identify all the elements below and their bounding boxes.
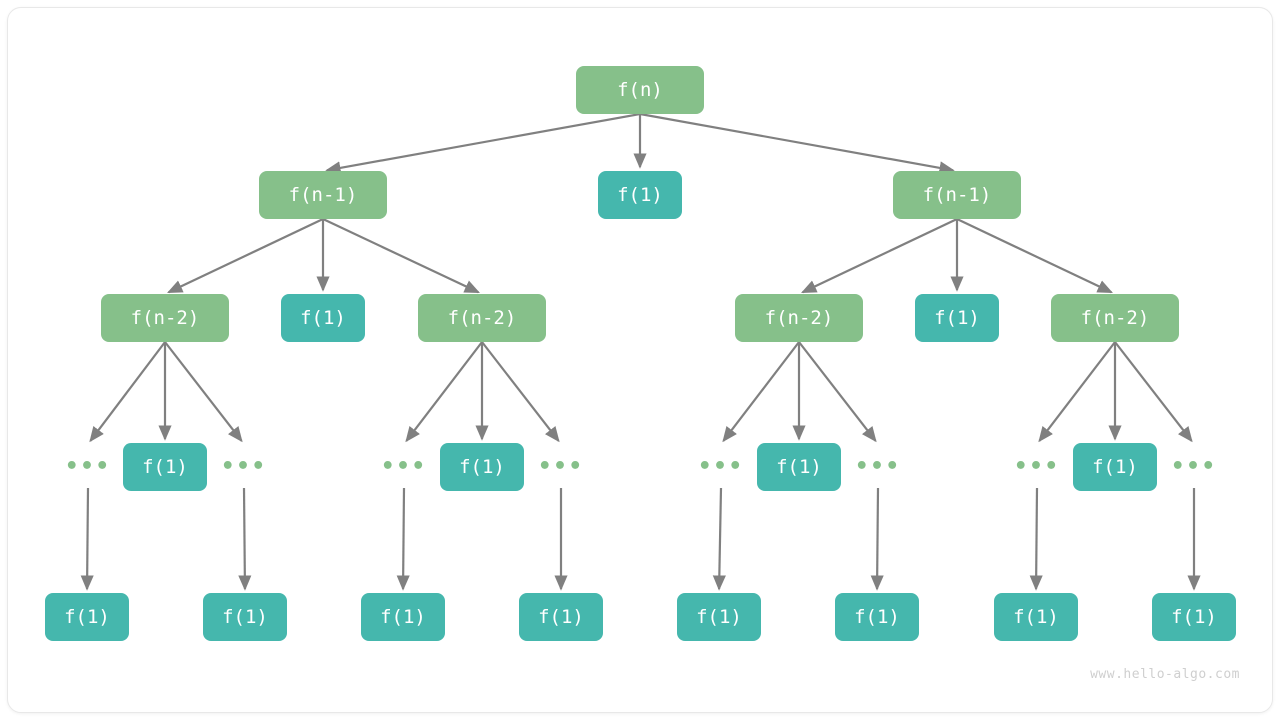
base-case-node: f(1) <box>1073 443 1157 491</box>
ellipsis-marker: ••• <box>1014 453 1060 479</box>
tree-edge <box>89 341 166 443</box>
recursive-node: f(n) <box>576 66 704 114</box>
recursive-node: f(n-2) <box>101 294 229 342</box>
tree-edge <box>164 341 243 443</box>
tree-edge <box>405 341 483 443</box>
base-case-node: f(1) <box>361 593 445 641</box>
base-case-node: f(1) <box>598 171 682 219</box>
ellipsis-marker: ••• <box>538 453 584 479</box>
tree-edge <box>167 218 324 294</box>
ellipsis-marker: ••• <box>1171 453 1217 479</box>
base-case-node: f(1) <box>519 593 603 641</box>
tree-edge <box>956 218 1113 294</box>
base-case-node: f(1) <box>281 294 365 342</box>
tree-edge <box>801 218 958 294</box>
ellipsis-marker: ••• <box>381 453 427 479</box>
recursive-node: f(n-2) <box>418 294 546 342</box>
base-case-node: f(1) <box>440 443 524 491</box>
tree-edge <box>798 341 877 443</box>
tree-edge <box>722 341 800 443</box>
base-case-node: f(1) <box>1152 593 1236 641</box>
tree-edge <box>1038 341 1116 443</box>
tree-edge <box>396 487 410 591</box>
base-case-node: f(1) <box>994 593 1078 641</box>
tree-edge <box>238 487 252 591</box>
ellipsis-marker: ••• <box>221 453 267 479</box>
base-case-node: f(1) <box>757 443 841 491</box>
tree-edge <box>712 487 726 591</box>
recursive-node: f(n-1) <box>259 171 387 219</box>
ellipsis-marker: ••• <box>65 453 111 479</box>
tree-edge <box>1114 341 1193 443</box>
tree-edge <box>80 487 94 591</box>
tree-edge <box>870 487 884 591</box>
tree-edge <box>639 112 955 175</box>
base-case-node: f(1) <box>915 294 999 342</box>
tree-edge <box>325 112 641 175</box>
base-case-node: f(1) <box>677 593 761 641</box>
ellipsis-marker: ••• <box>855 453 901 479</box>
recursive-node: f(n-2) <box>1051 294 1179 342</box>
tree-edge <box>481 341 560 443</box>
recursive-node: f(n-1) <box>893 171 1021 219</box>
base-case-node: f(1) <box>123 443 207 491</box>
tree-edge <box>1029 487 1043 591</box>
base-case-node: f(1) <box>835 593 919 641</box>
base-case-node: f(1) <box>45 593 129 641</box>
base-case-node: f(1) <box>203 593 287 641</box>
watermark: www.hello-algo.com <box>1090 667 1240 682</box>
ellipsis-marker: ••• <box>698 453 744 479</box>
recursive-node: f(n-2) <box>735 294 863 342</box>
tree-edge <box>322 218 480 294</box>
